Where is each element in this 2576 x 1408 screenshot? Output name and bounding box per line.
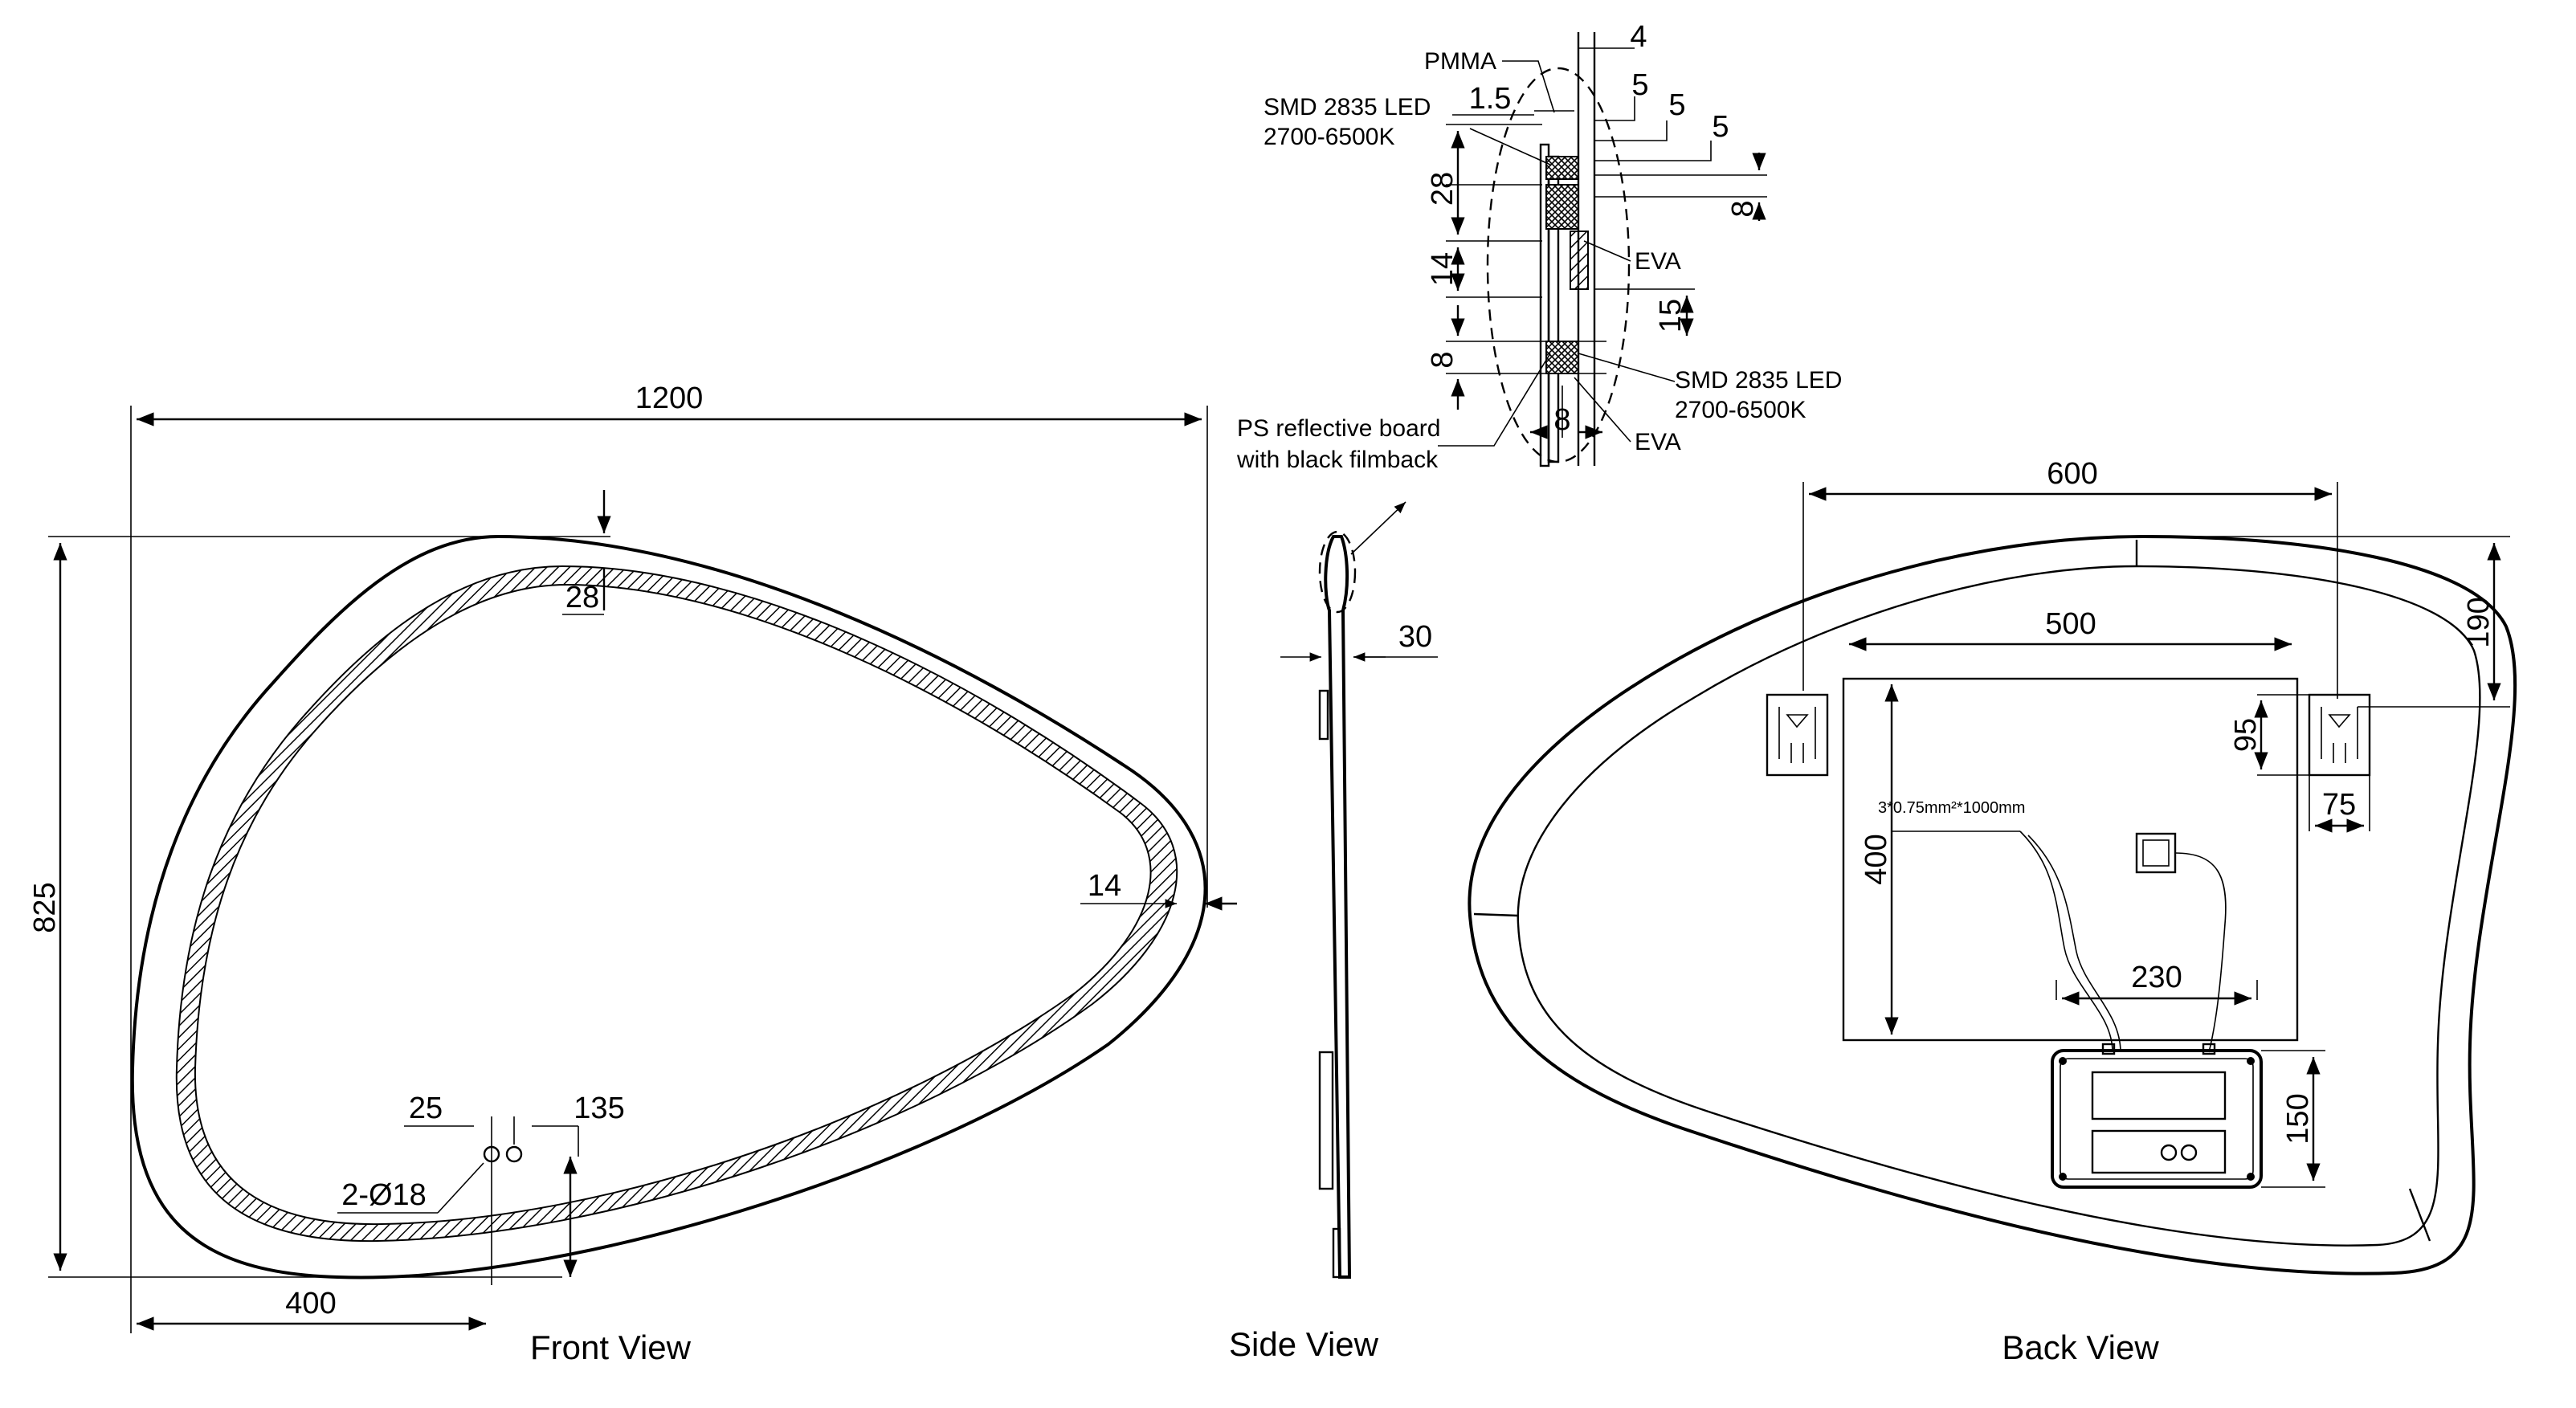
back-dim-190: 190 <box>2462 597 2496 647</box>
front-led-band <box>175 565 1178 1243</box>
detail-led-top <box>1545 156 1579 180</box>
front-hole-right <box>505 1145 523 1163</box>
front-dim-400: 400 <box>285 1287 336 1320</box>
detail-dim-8-right: 8 <box>1726 200 1760 217</box>
detail-dim-4: 4 <box>1630 20 1647 54</box>
detail-dim-8-left: 8 <box>1426 351 1459 368</box>
callout-board-2: with black filmback <box>1236 447 1439 473</box>
front-dim-135: 135 <box>574 1092 624 1125</box>
back-dim-150: 150 <box>2281 1093 2315 1144</box>
front-inset-right-dim: 14 <box>1088 869 1121 903</box>
front-height-dim: 825 <box>28 882 62 933</box>
callout-led-bottom-2: 2700-6500K <box>1675 397 1806 423</box>
front-inset-top-dim: 28 <box>565 581 599 614</box>
back-driver-box <box>2051 1043 2263 1189</box>
callout-pmma: PMMA <box>1424 48 1496 75</box>
side-view-title: Side View <box>1229 1325 1379 1363</box>
detail-dim-8-bottom: 8 <box>1553 403 1570 437</box>
detail-dim-1-5: 1.5 <box>1469 82 1512 116</box>
back-dim-75: 75 <box>2322 788 2356 822</box>
front-view-title: Front View <box>530 1328 692 1366</box>
back-dim-400: 400 <box>1860 834 1893 884</box>
back-dim-600: 600 <box>2047 457 2097 491</box>
back-cable-label: 3*0.75mm²*1000mm <box>1878 799 2025 817</box>
back-view: 600 190 500 95 75 400 3*0.75mm²*1000mm <box>1468 457 2517 1366</box>
side-profile <box>1324 535 1352 1279</box>
detail-dim-15: 15 <box>1654 299 1688 333</box>
back-cable <box>2019 831 2113 1053</box>
back-dim-230: 230 <box>2131 961 2182 994</box>
back-dim-500: 500 <box>2045 607 2096 641</box>
side-detail-circle <box>1318 530 1357 614</box>
back-view-title: Back View <box>2002 1328 2159 1366</box>
back-dim-95: 95 <box>2229 718 2263 752</box>
hanger-left <box>1766 693 1829 777</box>
front-mirror-outline <box>130 534 1207 1279</box>
callout-eva-bottom: EVA <box>1635 429 1681 455</box>
back-mirror-outline <box>1468 534 2517 1275</box>
detail-dim-5b: 5 <box>1668 88 1685 122</box>
back-inner-outline <box>1517 565 2481 1247</box>
side-thickness-dim: 30 <box>1398 620 1432 654</box>
back-sensor <box>2135 832 2177 874</box>
detail-dim-5a: 5 <box>1631 68 1648 102</box>
front-width-dim: 1200 <box>635 382 704 415</box>
detail-dim-28: 28 <box>1426 172 1459 206</box>
side-view: 30 4 1.5 5 5 5 PMMA SMD 2835 LED 2700-65… <box>1229 20 1842 1363</box>
callout-led-bottom-1: SMD 2835 LED <box>1675 367 1842 394</box>
hanger-right <box>2308 693 2371 777</box>
detail-dim-5c: 5 <box>1712 110 1729 144</box>
detail-dim-14: 14 <box>1426 252 1459 286</box>
front-view: 1200 825 28 14 25 135 2-Ø18 400 Front Vi… <box>28 382 1237 1366</box>
front-dim-25: 25 <box>409 1092 443 1125</box>
callout-board-1: PS reflective board <box>1237 415 1440 442</box>
back-bracket-plate <box>1842 677 2299 1042</box>
callout-led-top-1: SMD 2835 LED <box>1264 94 1431 120</box>
callout-led-top-2: 2700-6500K <box>1264 124 1394 150</box>
callout-eva-top: EVA <box>1635 248 1681 275</box>
front-holes-label: 2-Ø18 <box>341 1178 427 1212</box>
detail-led-bottom <box>1545 341 1579 374</box>
